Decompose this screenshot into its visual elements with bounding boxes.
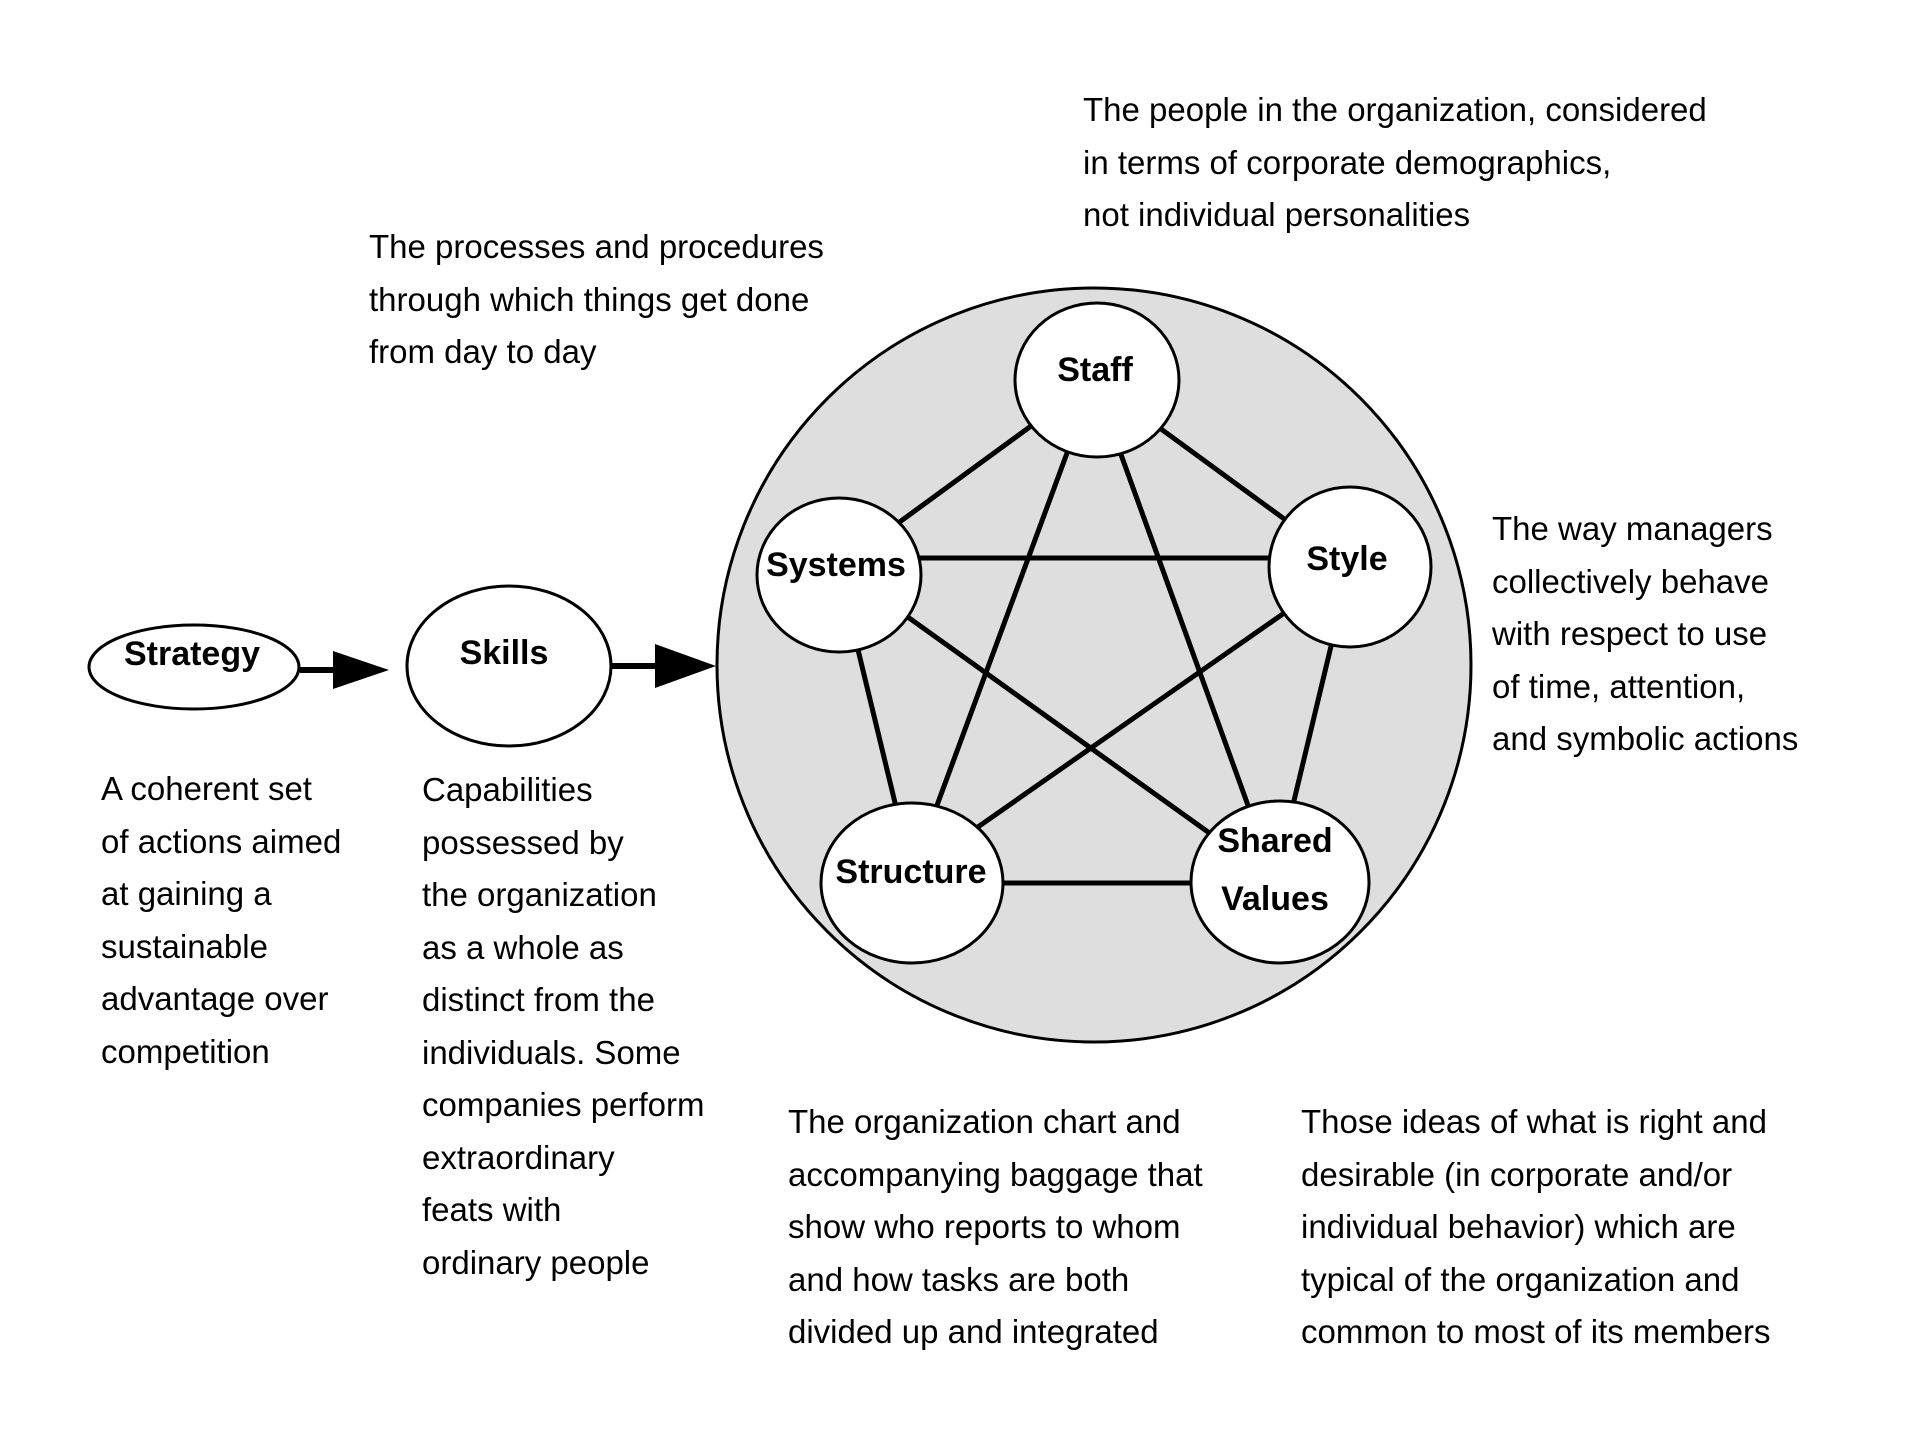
shared-values-description-line: common to most of its members [1301,1313,1771,1350]
systems-label: Systems [766,546,906,584]
style-description-line: collectively behave [1492,562,1769,600]
structure-node [819,801,1005,965]
skills-description-line: feats with [422,1191,562,1228]
line-style-structure [909,564,1353,876]
arrow-strategy-to-skills [300,651,389,689]
strategy-description-line: competition [101,1032,270,1070]
systems-description-line: from day to day [369,333,597,370]
skills-description-line: companies perform [422,1086,705,1123]
strategy-label: Strategy [124,635,260,673]
strategy-description-line: advantage over [101,980,329,1017]
skills-description-line: possessed by [422,823,624,861]
shared-values-label-line-2: Values [1221,880,1329,918]
shared-values-description-line: Those ideas of what is right and [1301,1103,1767,1140]
skills-description-line: ordinary people [422,1243,650,1281]
line-systems-shared-values [835,564,1278,883]
strategy-description-line: sustainable [101,927,268,965]
skills-description-line: the organization [422,876,657,913]
shared-values-description-line: typical of the organization and [1301,1260,1740,1298]
staff-label: Staff [1057,351,1133,389]
strategy-description: A coherent set of actions aimed at gaini… [101,763,341,1078]
skills-description-line: distinct from the [422,981,655,1018]
staff-description-line: The people in the organization, consider… [1083,91,1707,128]
shared-values-description-line: individual behavior) which are [1301,1208,1736,1245]
skills-description-line: individuals. Some [422,1033,681,1071]
structure-description-line: show who reports to whom [788,1208,1181,1245]
structure-description-line: The organization chart and [788,1103,1181,1140]
style-description-line: with respect to use [1492,615,1768,652]
staff-description-line: not individual personalities [1083,196,1471,233]
style-description-line: and symbolic actions [1492,720,1799,757]
style-label: Style [1306,540,1387,578]
strategy-description-line: A coherent set [101,770,312,807]
style-description-line: The way managers [1492,510,1773,547]
structure-description-line: accompanying baggage that [788,1155,1203,1193]
style-node [1267,485,1433,649]
structure-description-line: divided up and integrated [788,1313,1159,1350]
style-description: The way managers collectively behave wit… [1492,503,1798,766]
strategy-node [87,623,301,711]
skills-description-line: as a whole as [422,928,624,966]
shared-values-description-line: desirable (in corporate and/or [1301,1155,1733,1193]
structure-description-line: and how tasks are both [788,1260,1130,1298]
skills-description-line: Capabilities [422,771,593,808]
line-staff-shared-values [1091,377,1278,883]
systems-node [755,496,923,654]
arrow-skills-to-organization [612,644,716,688]
systems-description: The processes and procedures through whi… [369,221,824,379]
shared-values-node [1189,799,1371,965]
staff-node [1013,301,1181,459]
systems-description-line: through which things get done [369,280,810,318]
skills-description-line: extraordinary [422,1138,615,1176]
strategy-description-line: at gaining a [101,875,272,912]
line-staff-structure [909,377,1097,876]
skills-node [405,584,613,748]
structure-description: The organization chart and accompanying … [788,1096,1203,1359]
staff-description-line: in terms of corporate demographics, [1083,143,1612,181]
style-description-line: of time, attention, [1492,667,1746,705]
shared-values-label-line-1: Shared [1217,822,1332,860]
staff-description: The people in the organization, consider… [1083,84,1707,242]
skills-label: Skills [460,634,549,672]
systems-description-line: The processes and procedures [369,228,824,265]
strategy-description-line: of actions aimed [101,822,342,860]
skills-description: Capabilities possessed by the organizati… [422,764,704,1289]
structure-label: Structure [835,853,986,891]
shared-values-description: Those ideas of what is right and desirab… [1301,1096,1770,1359]
